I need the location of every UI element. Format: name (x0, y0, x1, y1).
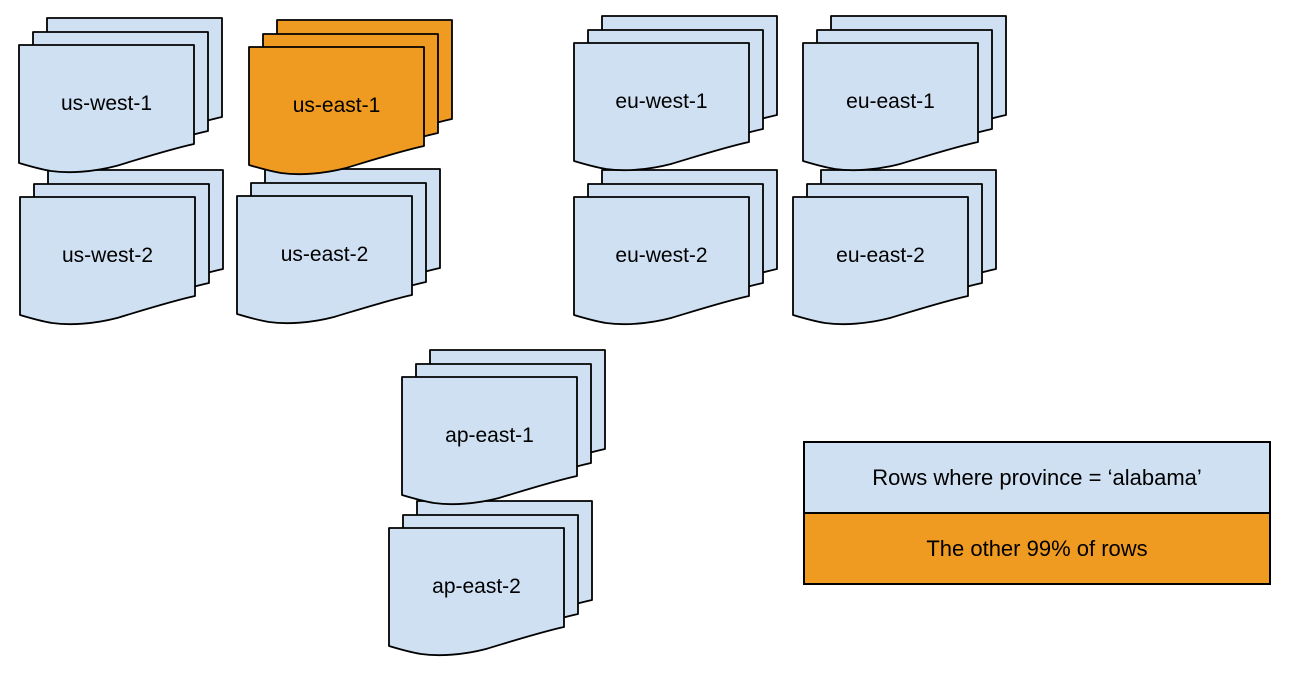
document-shape (248, 46, 425, 176)
document-shape (236, 195, 413, 325)
legend-item-alabama-rows: Rows where province = ‘alabama’ (805, 443, 1269, 512)
document-shape (573, 42, 750, 172)
document-shape (19, 196, 196, 326)
legend: Rows where province = ‘alabama’ The othe… (803, 441, 1271, 585)
document-shape (792, 196, 969, 326)
document-shape (802, 42, 979, 172)
document-shape (18, 44, 195, 174)
legend-item-other-rows: The other 99% of rows (805, 512, 1269, 583)
document-shape (573, 196, 750, 326)
document-shape (401, 376, 578, 506)
document-shape (388, 527, 565, 657)
